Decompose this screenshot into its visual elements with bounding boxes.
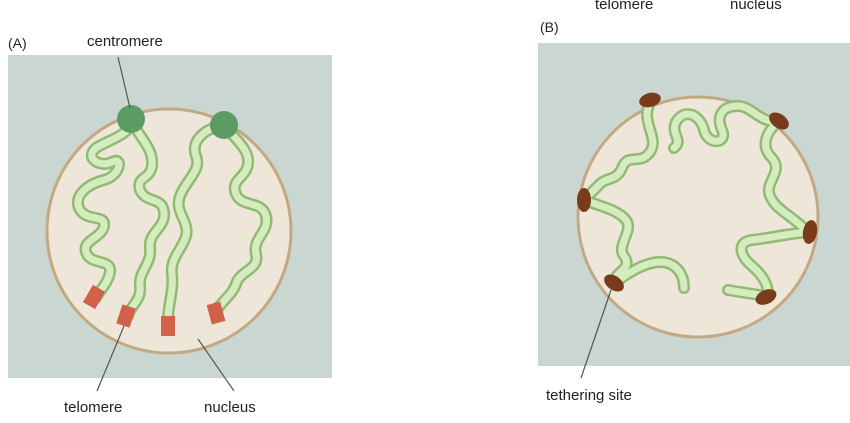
centromere-1 [117, 105, 145, 133]
panel-a-label: (A) [8, 35, 27, 51]
panel-b-label: (B) [540, 19, 559, 35]
centromere-label: centromere [87, 33, 163, 50]
centromere-2 [210, 111, 238, 139]
nucleus-label: nucleus [204, 399, 256, 416]
cropped-nucleus-label: nucleus [730, 0, 782, 13]
telomere-label: telomere [64, 399, 122, 416]
cropped-telomere-label: telomere [595, 0, 653, 13]
panel-b: telomere nucleus (B) [538, 0, 850, 404]
telomere-3 [161, 316, 175, 336]
tethering-site-label: tethering site [546, 387, 632, 404]
tethering-site-3 [577, 188, 591, 212]
panel-a: (A) centromere tel [8, 33, 332, 416]
